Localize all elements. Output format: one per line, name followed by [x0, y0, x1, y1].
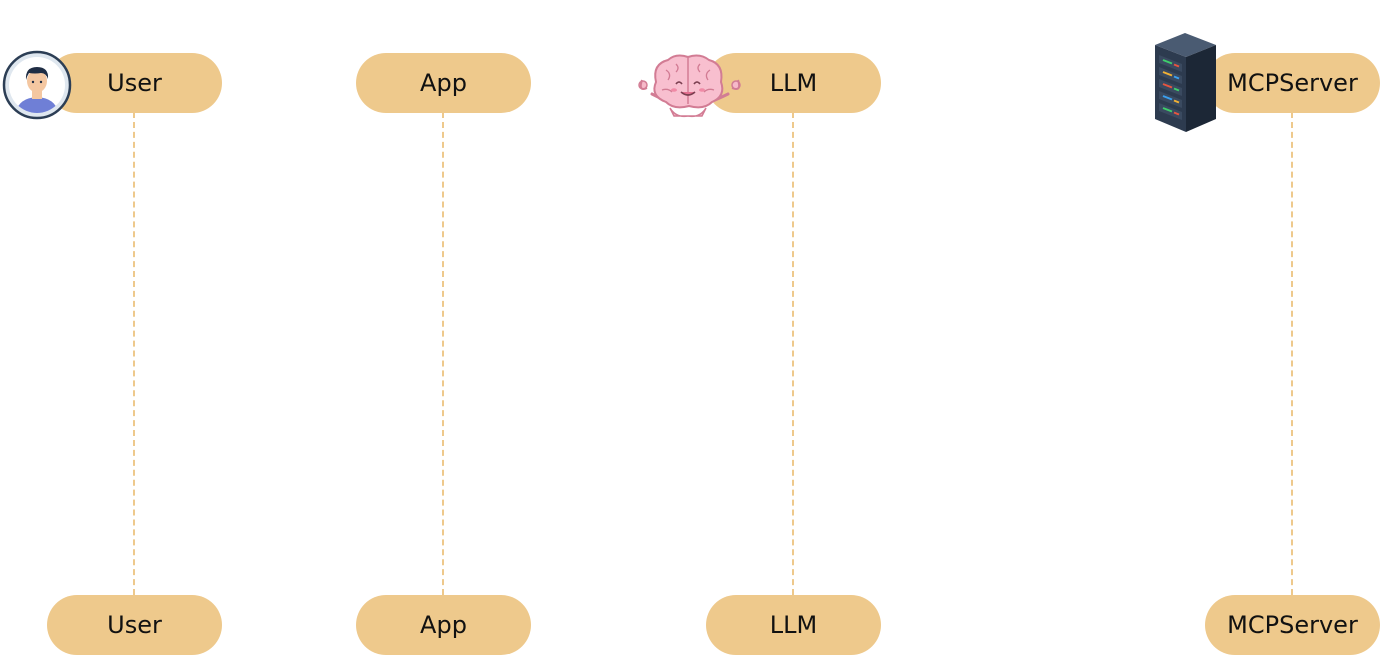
lifeline-mcpserver — [1291, 112, 1293, 595]
lifeline-app — [442, 112, 444, 595]
participant-user-top: User — [47, 53, 222, 113]
participant-mcpserver-bottom: MCPServer — [1205, 595, 1380, 655]
brain-icon — [632, 50, 747, 125]
lifeline-user — [133, 112, 135, 595]
participant-mcpserver-top: MCPServer — [1205, 53, 1380, 113]
participant-app-top: App — [356, 53, 531, 113]
user-avatar-icon — [2, 50, 72, 120]
lifeline-llm — [792, 112, 794, 595]
participant-app-bottom: App — [356, 595, 531, 655]
participant-llm-bottom: LLM — [706, 595, 881, 655]
participant-user-bottom: User — [47, 595, 222, 655]
server-rack-icon — [1150, 31, 1220, 134]
